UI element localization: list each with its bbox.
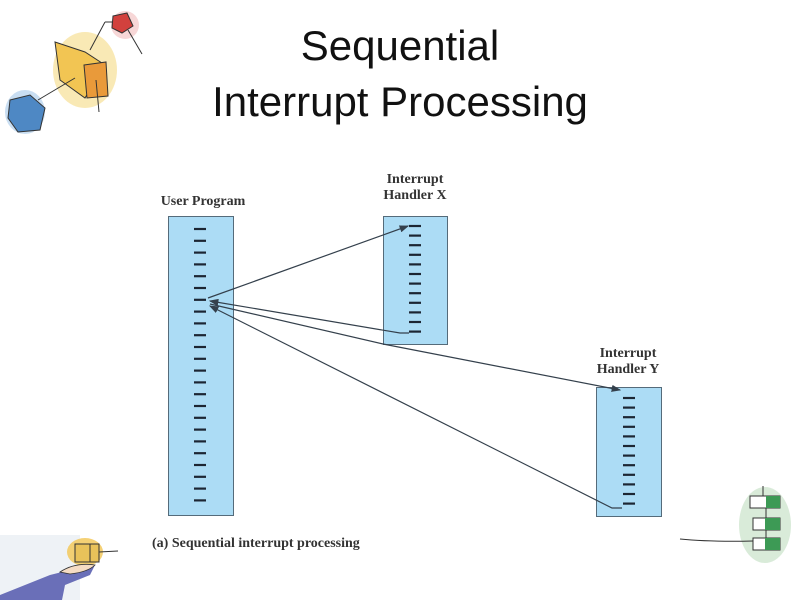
arrow-to-handler-y: [209, 303, 622, 392]
hand-holding-box-icon: [0, 535, 119, 600]
green-stack-icon: [679, 486, 791, 563]
handler-y-label-line2: Handler Y: [596, 362, 660, 377]
handler-x-label: Interrupt Handler X: [360, 172, 470, 204]
slide-title-line2: Interrupt Processing: [212, 78, 588, 125]
user-program-label: User Program: [160, 194, 246, 209]
arrow-return-from-handler-y: [208, 305, 622, 509]
handler-x-label-line2: Handler X: [383, 188, 447, 203]
handler-x-label-line1: Interrupt: [386, 172, 444, 187]
slide-title-line1: Sequential: [300, 22, 500, 69]
cubes-clipart-icon: [5, 11, 143, 134]
handler-x-box: [383, 216, 448, 345]
arrow-return-from-handler-x: [208, 298, 409, 334]
figure-caption: (a) Sequential interrupt processing: [152, 536, 360, 551]
handler-y-label-line1: Interrupt: [599, 346, 657, 361]
arrow-to-handler-x: [207, 225, 410, 299]
handler-y-label: Interrupt Handler Y: [573, 346, 683, 378]
